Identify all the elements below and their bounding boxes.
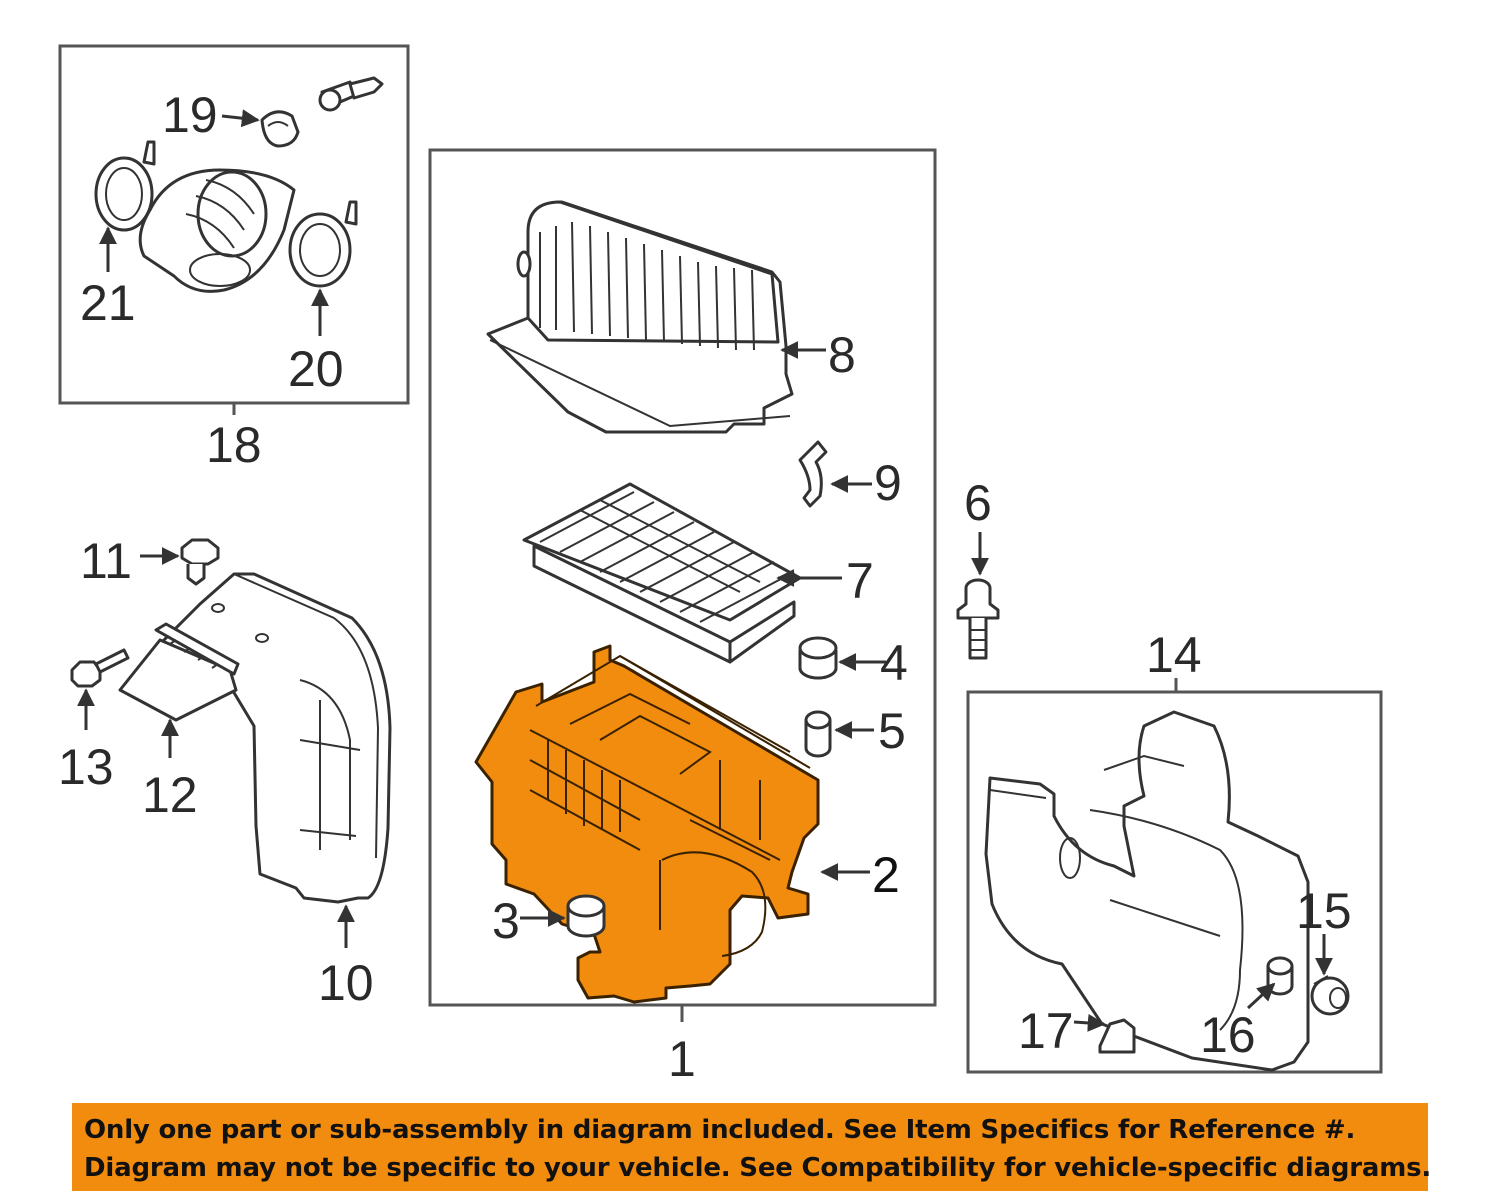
callout-10: 10 <box>318 955 374 1011</box>
intake-hose[interactable] <box>138 168 296 293</box>
parts-diagram: 19 21 20 18 8 9 <box>58 44 1383 1087</box>
arrow-17 <box>1073 1013 1106 1032</box>
callout-2: 2 <box>872 847 900 903</box>
part-7-filter-element[interactable] <box>522 482 802 664</box>
callout-13: 13 <box>58 739 114 795</box>
callout-19: 19 <box>162 87 218 143</box>
group-1-box <box>428 148 937 1022</box>
part-13-bolt[interactable] <box>70 648 130 688</box>
sensor-bolt[interactable] <box>318 76 384 112</box>
callout-1: 1 <box>668 1031 696 1087</box>
callout-6: 6 <box>964 475 992 531</box>
callout-16: 16 <box>1200 1007 1256 1063</box>
part-14-resonator[interactable] <box>984 710 1310 1072</box>
part-21-clamp[interactable] <box>94 140 156 232</box>
callout-5: 5 <box>878 703 906 759</box>
callout-11: 11 <box>80 533 132 589</box>
part-6-bolt[interactable] <box>956 578 1000 660</box>
group-14-box <box>966 678 1383 1074</box>
part-20-clamp[interactable] <box>288 200 358 288</box>
group-18-box <box>58 44 410 415</box>
callout-20: 20 <box>288 341 344 397</box>
part-8-air-cleaner-cover[interactable] <box>486 200 794 434</box>
callout-12: 12 <box>142 767 198 823</box>
callouts-box-18 <box>99 109 329 336</box>
callout-17: 17 <box>1018 1003 1074 1059</box>
part-15-grommet[interactable] <box>1310 975 1350 1016</box>
callout-8: 8 <box>828 327 856 383</box>
part-11-bolt[interactable] <box>180 538 220 586</box>
part-2-air-cleaner-body[interactable] <box>474 644 820 1004</box>
callout-14: 14 <box>1146 627 1202 683</box>
callout-3: 3 <box>492 893 520 949</box>
callout-21: 21 <box>80 275 136 331</box>
part-12-bracket[interactable] <box>118 622 240 722</box>
callout-9: 9 <box>874 455 902 511</box>
part-16-bushing[interactable] <box>1266 956 1294 996</box>
disclaimer-banner: Only one part or sub-assembly in diagram… <box>72 1103 1432 1191</box>
callout-18: 18 <box>206 417 262 473</box>
callout-7: 7 <box>846 553 874 609</box>
part-5-bushing[interactable] <box>804 710 832 758</box>
callout-15: 15 <box>1296 883 1352 939</box>
part-9-clip[interactable] <box>798 440 828 508</box>
arrow-16 <box>1246 982 1276 1010</box>
disclaimer-line-2: Diagram may not be specific to your vehi… <box>84 1153 1432 1183</box>
part-19-clamp[interactable] <box>260 110 300 148</box>
disclaimer-line-1: Only one part or sub-assembly in diagram… <box>84 1115 1356 1145</box>
part-10-air-duct[interactable] <box>158 572 392 904</box>
part-4-grommet[interactable] <box>798 636 838 680</box>
part-17-clip[interactable] <box>1098 1018 1136 1054</box>
callout-4: 4 <box>880 635 908 691</box>
part-3-grommet[interactable] <box>566 894 606 938</box>
